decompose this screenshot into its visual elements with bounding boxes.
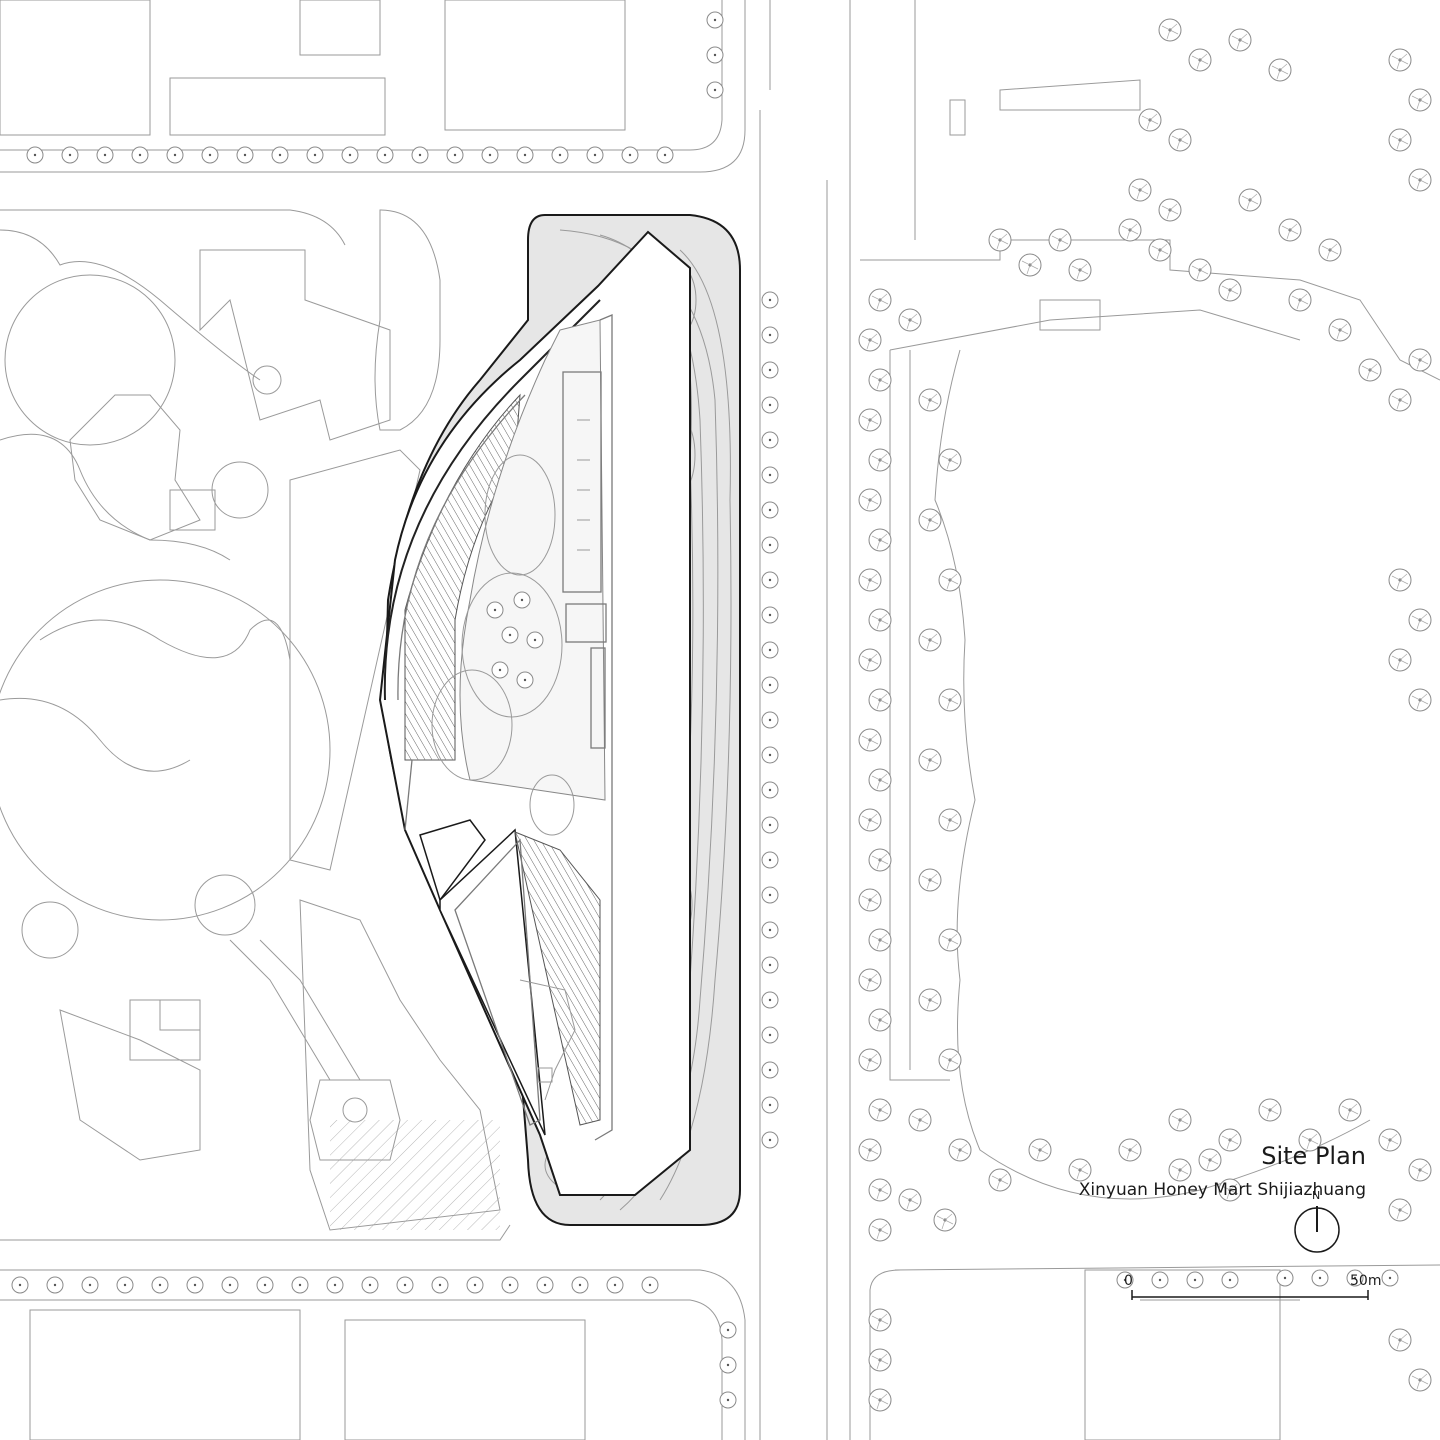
bottom-buildings	[29, 1269, 1300, 1440]
bottom-street-trees	[11, 1269, 1399, 1409]
top-buildings	[0, 0, 746, 246]
drawing-subtitle: Xinyuan Honey Mart Shijiazhuang	[1078, 1180, 1366, 1200]
residential-park	[0, 209, 501, 1231]
north-letter: N	[1312, 1189, 1321, 1202]
scale-start-label: 0	[1124, 1273, 1133, 1289]
north-arrow	[1294, 1206, 1340, 1253]
building-footprint	[378, 230, 691, 1196]
right-park-trees	[858, 18, 1432, 1412]
top-street-trees	[26, 11, 724, 164]
scale-bar	[1131, 1290, 1369, 1300]
scale-end-label: 50m	[1350, 1273, 1382, 1289]
drawing-title: Site Plan	[1261, 1142, 1366, 1170]
right-park	[860, 79, 1440, 1200]
